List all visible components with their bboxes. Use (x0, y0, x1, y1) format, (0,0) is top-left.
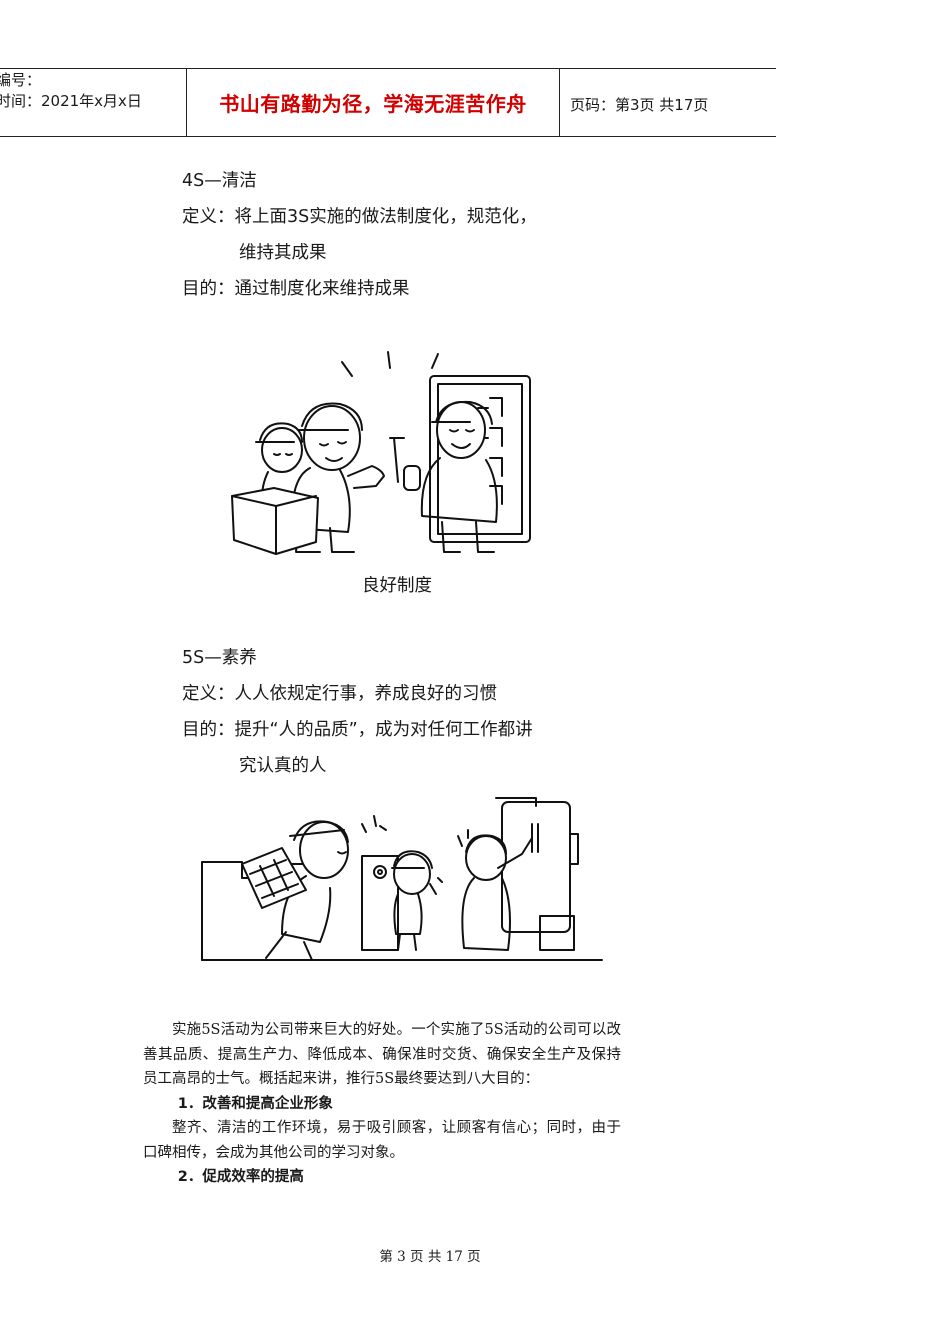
section-4s: 4S—清洁 定义：将上面3S实施的做法制度化，规范化， 维持其成果 目的：通过制… (182, 163, 537, 307)
discipline-illustration (201, 797, 603, 961)
section-5s-title: 5S—素养 (182, 648, 257, 668)
section-4s-definition-2: 维持其成果 (239, 243, 327, 263)
page-footer: 第 3 页 共 17 页 (379, 1249, 481, 1265)
section-5s-purpose-2: 究认真的人 (239, 756, 327, 776)
good-system-illustration (231, 351, 531, 555)
section-5s-definition: 定义：人人依规定行事，养成良好的习惯 (182, 684, 497, 704)
section-4s-title: 4S—清洁 (182, 171, 257, 191)
doc-number-label: 编号： (0, 71, 42, 89)
doc-time-label: 时间：2021年x月x日 (0, 92, 142, 110)
header-meta: 编号： 时间：2021年x月x日 (0, 70, 186, 112)
illustration-1-caption: 良好制度 (362, 576, 432, 596)
benefits-intro: 实施5S活动为公司带来巨大的好处。一个实施了5S活动的公司可以改善其品质、提高生… (143, 1022, 621, 1087)
benefit-heading-1: 1．改善和提高企业形象 (177, 1095, 333, 1112)
benefit-heading-2: 2．促成效率的提高 (177, 1169, 304, 1185)
section-5s: 5S—素养 定义：人人依规定行事，养成良好的习惯 目的：提升“人的品质”，成为对… (182, 640, 533, 784)
benefit-paragraph-1: 整齐、清洁的工作环境，易于吸引顾客，让顾客有信心；同时，由于口碑相传，会成为其他… (143, 1120, 621, 1161)
section-4s-purpose: 目的：通过制度化来维持成果 (182, 279, 410, 299)
header-page-info: 页码：第3页 共17页 (570, 96, 709, 114)
header-top-rule (0, 68, 776, 69)
header-motto: 书山有路勤为径，学海无涯苦作舟 (219, 92, 527, 116)
header-divider-1 (186, 68, 187, 136)
section-5s-purpose-1: 目的：提升“人的品质”，成为对任何工作都讲 (182, 720, 533, 740)
section-4s-definition-1: 定义：将上面3S实施的做法制度化，规范化， (182, 207, 537, 227)
benefits-section: 实施5S活动为公司带来巨大的好处。一个实施了5S活动的公司可以改善其品质、提高生… (143, 1018, 621, 1190)
header-bottom-rule (0, 136, 776, 137)
header-divider-2 (559, 68, 560, 136)
